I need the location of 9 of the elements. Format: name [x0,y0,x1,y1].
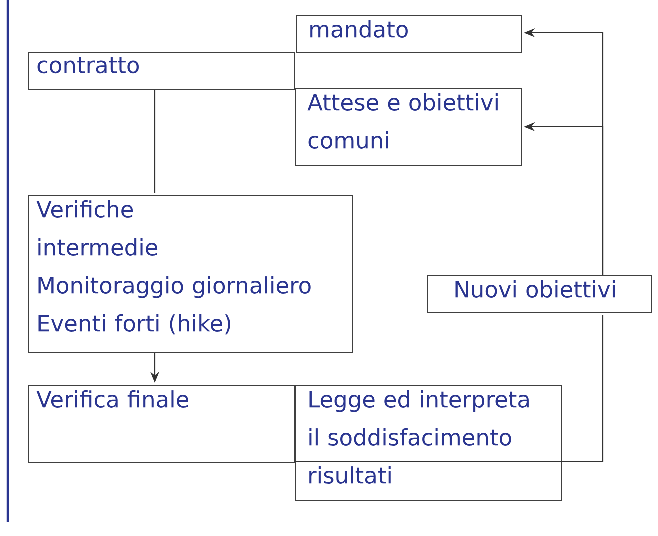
process-box: mandato [296,15,522,54]
process-box: Nuovi obiettivi [427,275,652,314]
process-box: Legge ed interpreta il soddisfacimento risultati [295,385,562,502]
connector-line [295,315,604,463]
process-box: Verifica finale [28,385,296,464]
process-box: contratto [28,52,296,90]
process-box: Verifiche intermedie Monitoraggio giornaliero Eventi forti (hike) [28,195,354,354]
process-box: Attese e obiettivi comuni [295,88,522,166]
connector-line [154,90,156,193]
